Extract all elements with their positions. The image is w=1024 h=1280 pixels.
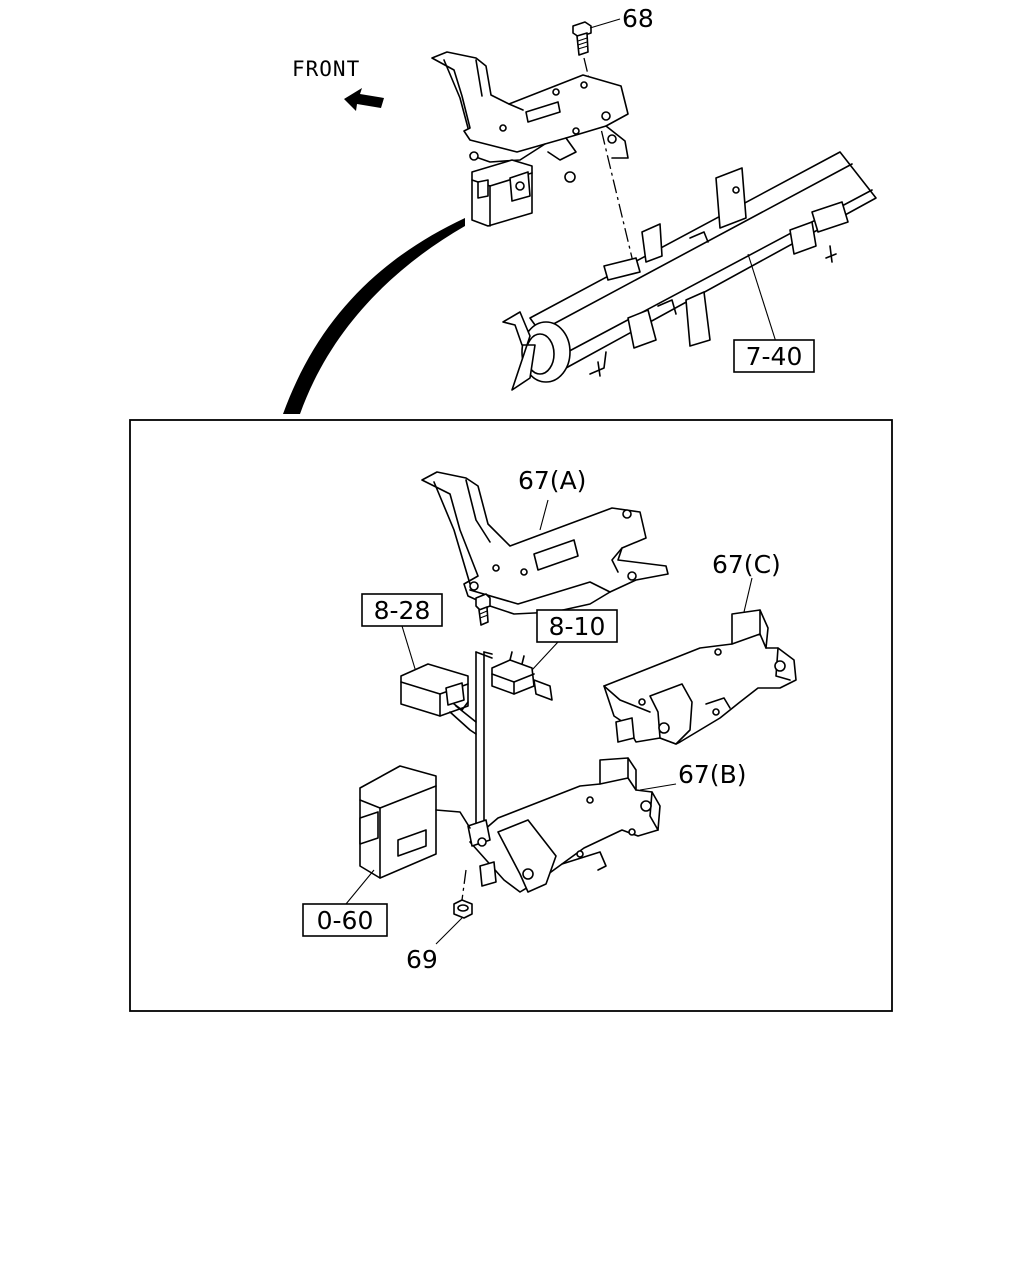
leader-7-40 xyxy=(747,253,777,343)
front-arrow-icon xyxy=(344,88,384,111)
ref-box-8-10 xyxy=(536,609,618,643)
bracket-67b xyxy=(467,757,661,893)
callout-68: 68 xyxy=(622,4,654,33)
ref-box-7-40 xyxy=(733,339,815,373)
callout-7-40: 7-40 xyxy=(746,342,803,371)
nut-centerline xyxy=(461,869,467,901)
screw-icon xyxy=(475,593,491,626)
bolt-68-icon xyxy=(572,21,592,56)
relay-icon xyxy=(400,663,469,717)
leader-8-28 xyxy=(401,625,417,673)
callout-69: 69 xyxy=(406,945,438,974)
leader-68 xyxy=(589,18,621,29)
bracket-67a xyxy=(421,471,669,615)
callout-0-60: 0-60 xyxy=(317,906,374,935)
callout-8-10: 8-10 xyxy=(549,612,606,641)
ref-box-8-28 xyxy=(361,593,443,627)
detail-frame xyxy=(129,419,893,1012)
front-label: FRONT xyxy=(292,57,360,81)
switch-icon xyxy=(491,651,553,701)
crossmember-assembly xyxy=(502,151,877,391)
callout-67b: 67(B) xyxy=(678,760,746,789)
leader-8-10 xyxy=(531,641,559,671)
leader-0-60 xyxy=(345,869,375,905)
control-unit-icon xyxy=(359,765,471,879)
nut-69-icon xyxy=(453,899,473,919)
callout-8-28: 8-28 xyxy=(374,596,431,625)
bracket-67c xyxy=(603,609,797,745)
detail-link-swoosh xyxy=(283,218,465,414)
leader-67a xyxy=(539,499,549,531)
front-direction-indicator: FRONT xyxy=(292,57,384,111)
wiring-harness xyxy=(449,651,493,833)
leader-67c xyxy=(743,577,753,613)
callout-67a: 67(A) xyxy=(518,466,586,495)
leader-69 xyxy=(435,917,463,945)
callout-67c: 67(C) xyxy=(712,550,781,579)
ref-box-0-60 xyxy=(302,903,388,937)
top-bracket-assembly xyxy=(431,51,629,227)
leader-67b xyxy=(639,783,677,791)
